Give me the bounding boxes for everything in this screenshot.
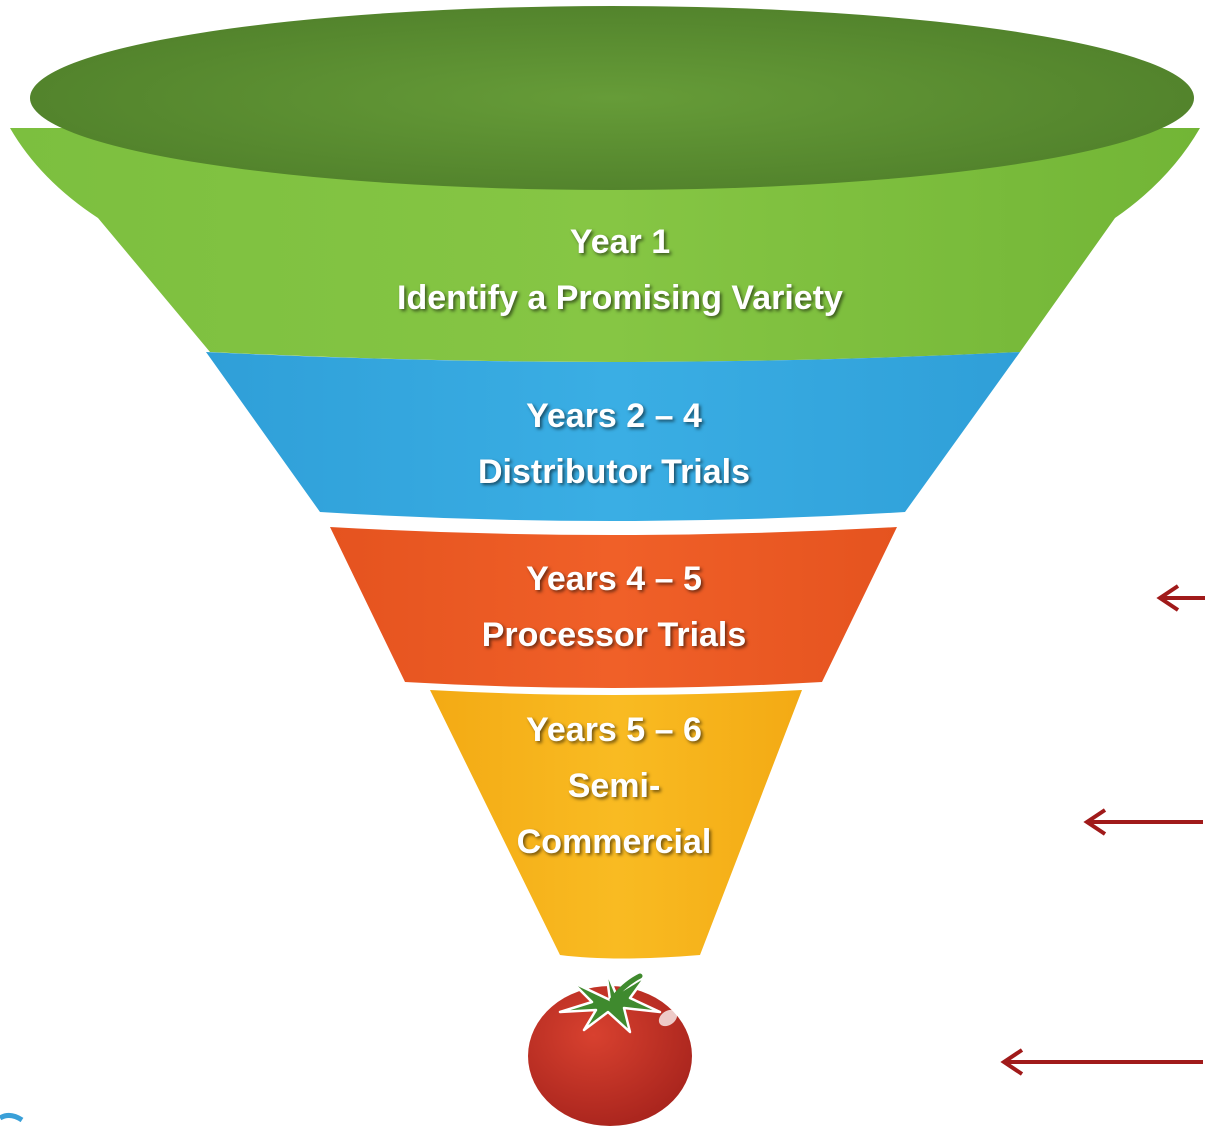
funnel-stage-4 (430, 690, 802, 959)
stage-1-title: Year 1 (569, 223, 671, 261)
funnel-stage-3 (330, 527, 897, 688)
funnel-stage-1 (10, 128, 1200, 362)
stage-2-title: Years 2 – 4 (526, 397, 702, 435)
stage-4-title: Years 5 – 6 (526, 711, 702, 749)
funnel-stage-2 (206, 352, 1020, 521)
stage-3-subtitle: Processor Trials (481, 616, 747, 654)
stage-label-3: Years 4 – 5 Processor Trials (424, 551, 804, 663)
stage-label-2: Years 2 – 4 Distributor Trials (414, 388, 814, 500)
stage-4-subtitle-line-2: Commercial (516, 823, 712, 861)
stage-2-subtitle: Distributor Trials (477, 453, 751, 491)
tomato-icon (528, 968, 692, 1126)
stage-label-4: Years 5 – 6 Semi- Commercial (484, 702, 744, 870)
corner-mark (0, 1112, 24, 1123)
arrow-1 (1156, 584, 1205, 612)
stage-3-title: Years 4 – 5 (526, 560, 702, 598)
arrow-2 (1083, 808, 1203, 836)
stage-4-subtitle-line-1: Semi- (567, 767, 661, 805)
stage-1-subtitle: Identify a Promising Variety (397, 279, 843, 317)
stage-label-1: Year 1 Identify a Promising Variety (300, 214, 940, 326)
funnel-rim (30, 6, 1194, 190)
arrow-3 (1000, 1048, 1203, 1076)
